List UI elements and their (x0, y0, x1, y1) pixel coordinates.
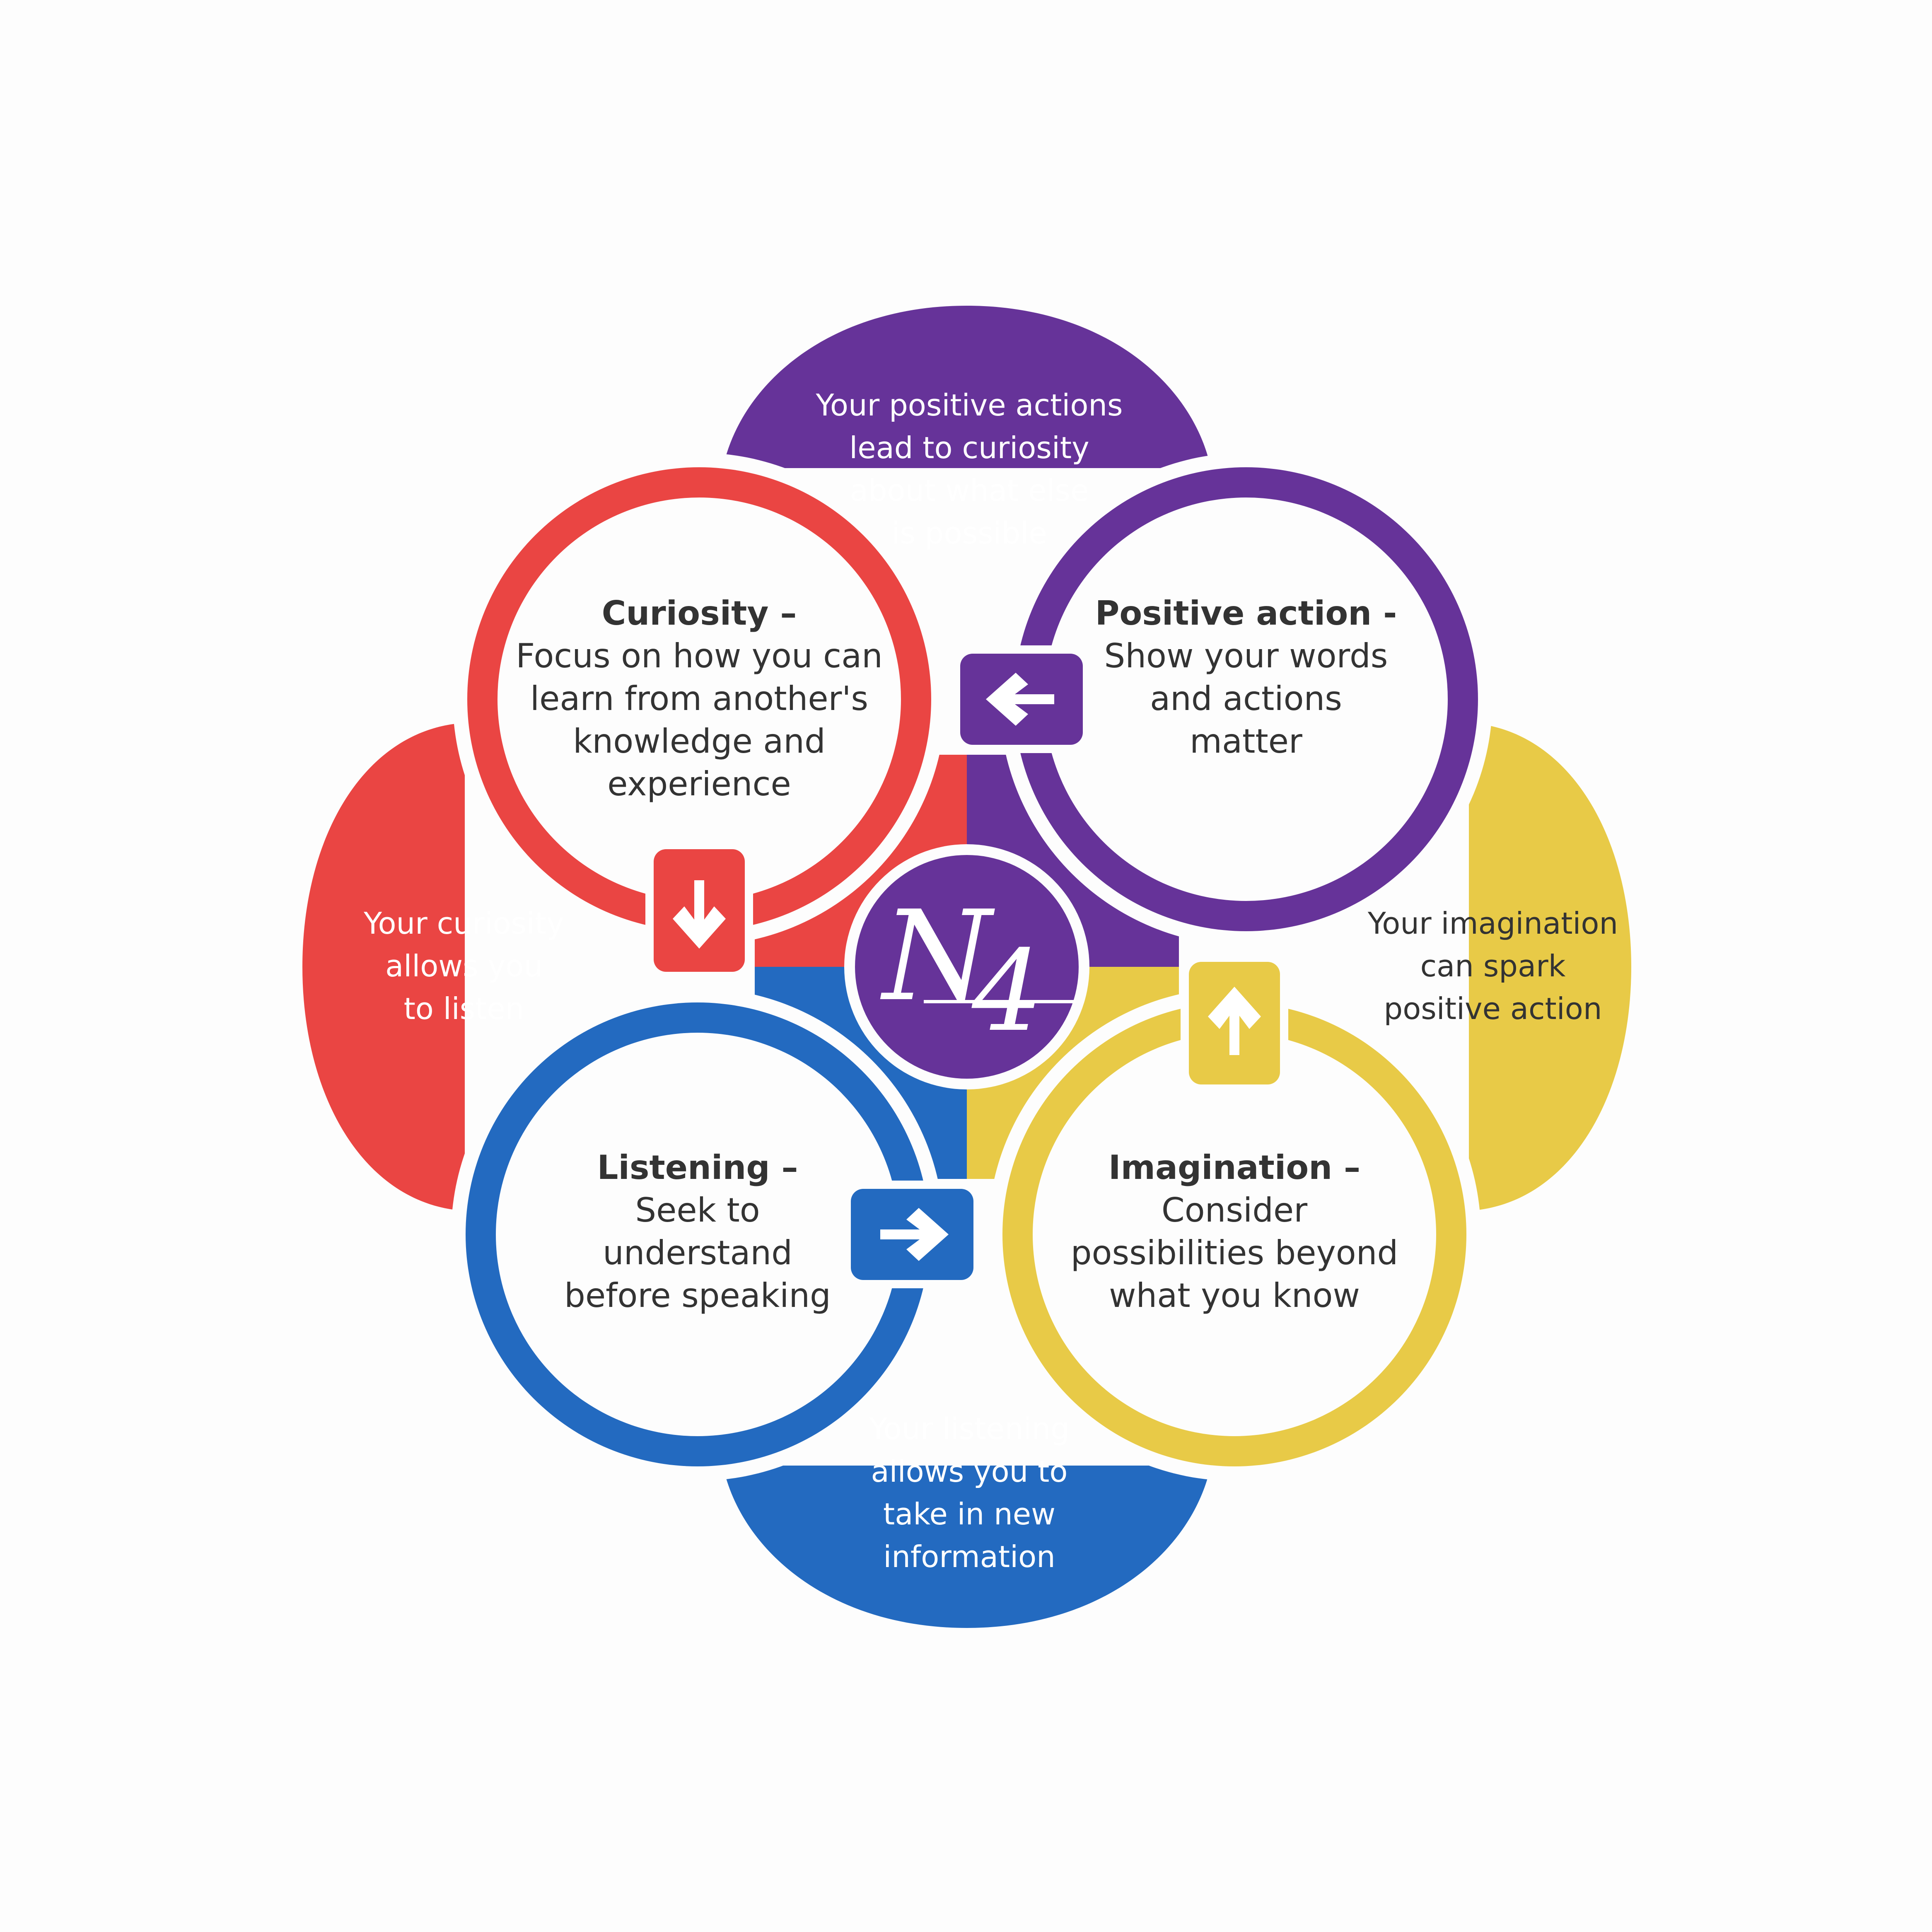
imagination-line-1: Consider (1162, 1191, 1307, 1229)
petal-bottom-line-2: allows you to (871, 1454, 1068, 1489)
curiosity-title: Curiosity – (602, 594, 797, 633)
circle-imagination-inner (1033, 1033, 1436, 1436)
logo-digit-4: 4 (970, 926, 1043, 1056)
circle-listening-inner (496, 1033, 899, 1436)
petal-left-line-3: to listen (404, 991, 524, 1026)
circle-positive-action (1000, 453, 1492, 946)
petal-bottom-line-3: take in new (883, 1497, 1055, 1531)
positive-action-title: Positive action - (1095, 594, 1397, 633)
petal-top-line-1: Your positive actions (815, 388, 1123, 423)
imagination-title: Imagination – (1108, 1148, 1360, 1187)
petal-left-text: Your curiosity allows you to listen (363, 906, 564, 1026)
curiosity-line-1: Focus on how you can (516, 637, 883, 675)
petal-bottom-line-1: Your listening (869, 1411, 1070, 1446)
circle-positive-action-inner (1044, 497, 1448, 901)
positive-action-line-1: Show your words (1104, 637, 1388, 675)
center-logo: N 4 (844, 844, 1089, 1089)
arrow-up-icon (1208, 987, 1261, 1055)
petal-right (1469, 723, 1631, 1211)
curiosity-text: Curiosity – Focus on how you can learn f… (516, 594, 883, 803)
curiosity-line-3: knowledge and (573, 722, 826, 761)
petal-top-line-3: about what else (850, 473, 1089, 508)
connector-left (645, 841, 753, 978)
imagination-line-3: what you know (1109, 1276, 1360, 1315)
logo-letter-n: N (879, 884, 995, 1029)
listening-line-3: before speaking (564, 1276, 831, 1315)
connector-bottom (843, 1181, 980, 1288)
listening-line-2: understand (603, 1234, 792, 1272)
circle-listening (451, 988, 944, 1481)
petal-bottom-line-4: information (883, 1539, 1055, 1574)
petal-bottom (723, 1466, 1211, 1628)
petal-right-line-3: positive action (1384, 991, 1602, 1026)
listening-line-1: Seek to (635, 1191, 760, 1229)
petals (302, 306, 1631, 1628)
petal-top-text: Your positive actions lead to curiosity … (815, 388, 1123, 551)
arrow-down-icon (673, 880, 726, 949)
petal-top (723, 306, 1211, 468)
petal-right-line-2: can spark (1420, 949, 1566, 983)
imagination-text: Imagination – Consider possibilities bey… (1071, 1148, 1398, 1315)
curiosity-line-2: learn from another's (530, 679, 868, 718)
logo-circle (855, 855, 1079, 1079)
petal-right-line-1: Your imagination (1367, 906, 1618, 941)
circle-imagination (988, 988, 1481, 1481)
positive-action-line-3: matter (1190, 722, 1302, 761)
curiosity-line-4: experience (607, 765, 791, 803)
listening-title: Listening – (597, 1148, 798, 1187)
petal-top-line-2: lead to curiosity (849, 430, 1089, 465)
petal-bottom-text: Your listening allows you to take in new… (869, 1411, 1070, 1574)
petal-left-line-1: Your curiosity (363, 906, 564, 941)
arrow-left-icon (986, 673, 1054, 726)
positive-action-text: Positive action - Show your words and ac… (1095, 594, 1397, 761)
petal-left (302, 723, 465, 1211)
circle-curiosity (453, 453, 946, 946)
petal-left-line-2: allows you (385, 949, 543, 983)
listening-text: Listening – Seek to understand before sp… (564, 1148, 831, 1315)
connector-top (952, 645, 1089, 753)
circle-curiosity-inner (497, 497, 901, 901)
petal-right-text: Your imagination can spark positive acti… (1367, 906, 1618, 1026)
connector-right (1181, 954, 1288, 1091)
positive-action-line-2: and actions (1150, 679, 1342, 718)
petal-top-line-4: is possible (891, 516, 1047, 551)
arrow-right-icon (880, 1208, 949, 1261)
imagination-line-2: possibilities beyond (1071, 1234, 1398, 1272)
